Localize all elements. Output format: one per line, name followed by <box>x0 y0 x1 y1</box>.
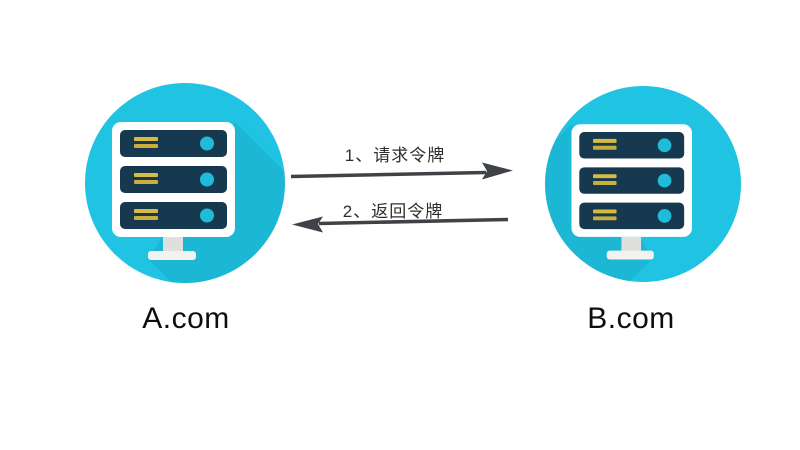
server-icon <box>545 124 692 282</box>
node-a-circle <box>85 83 285 283</box>
arrow-2-label: 2、返回令牌 <box>342 202 444 221</box>
node-a-label: A.com <box>142 302 230 335</box>
server-icon <box>112 122 285 283</box>
node-b-label: B.com <box>587 302 675 335</box>
node-b-circle <box>545 86 741 282</box>
arrow-1-label: 1、请求令牌 <box>344 146 446 165</box>
